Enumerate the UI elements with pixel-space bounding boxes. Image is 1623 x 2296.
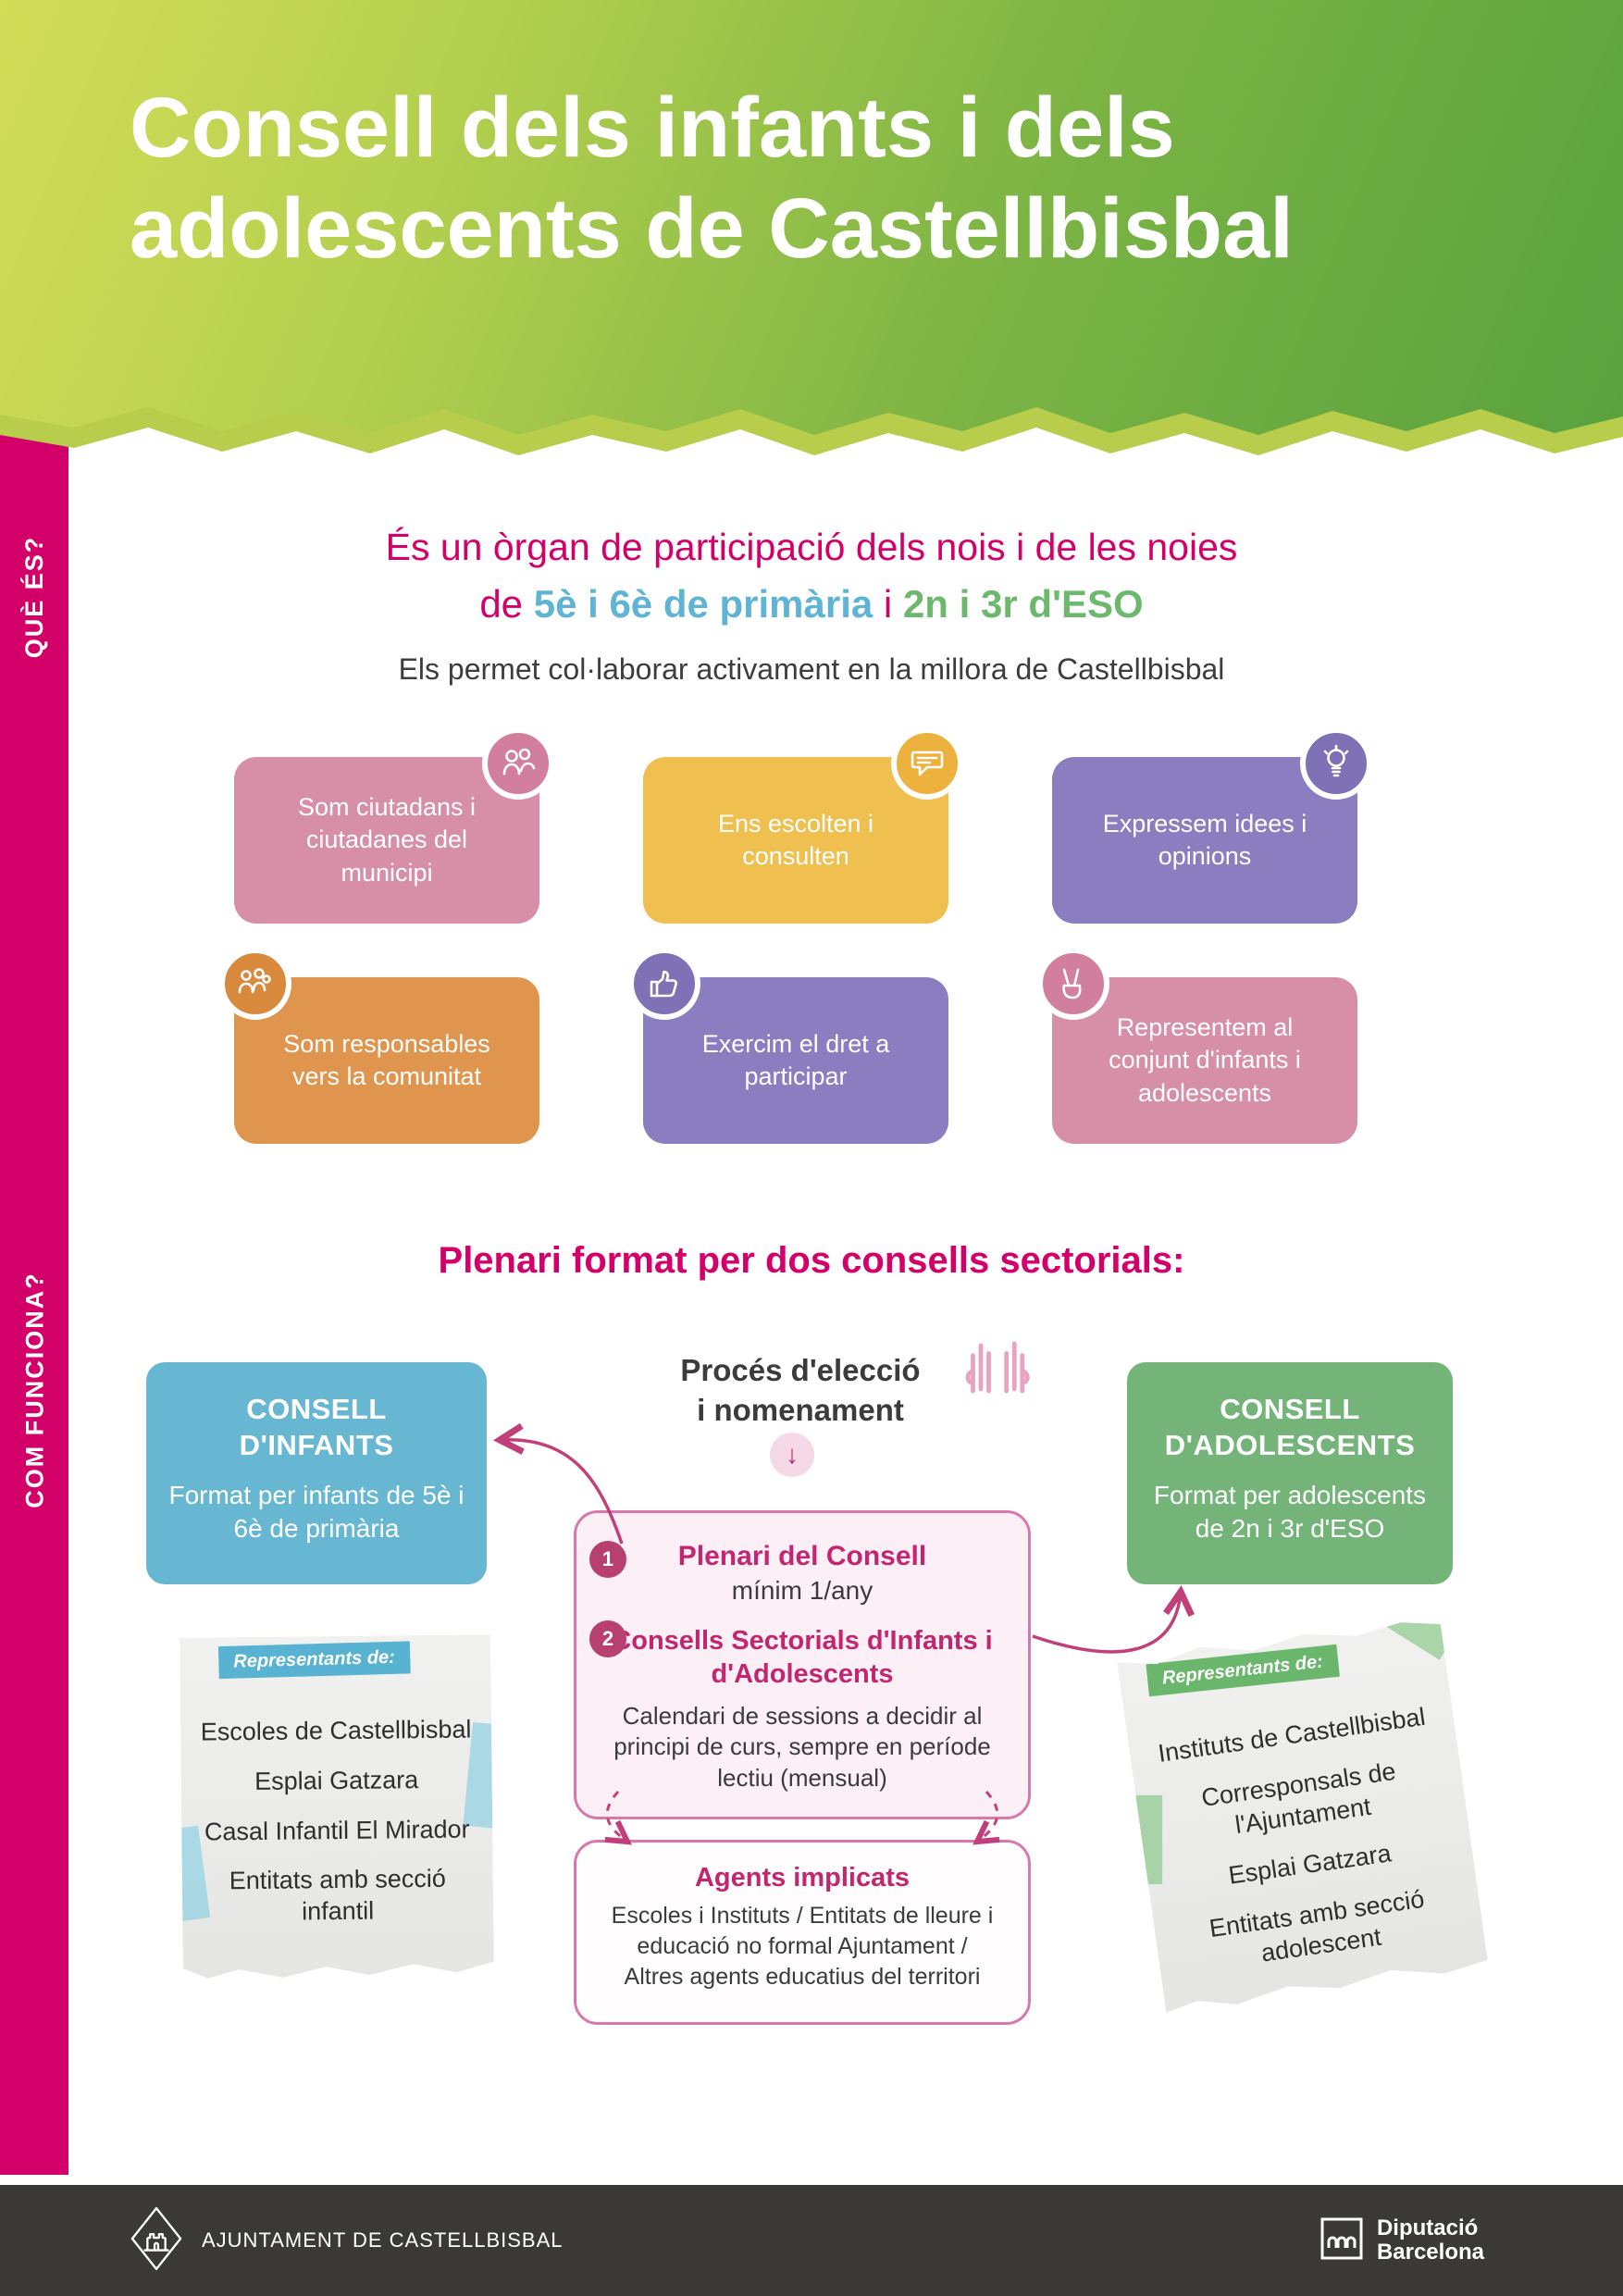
header-background: Consell dels infants i dels adolescents …	[0, 0, 1623, 435]
plenari-box: 1 2 Plenari del Consell mínim 1/any Cons…	[574, 1510, 1031, 1819]
page-title-line1: Consell dels infants i dels	[130, 81, 1175, 175]
note-items: Instituts de Castellbisbal Corresponsals…	[1141, 1699, 1474, 2000]
note-item: Casal Infantil El Mirador	[204, 1814, 470, 1845]
consell-infants-box: CONSELL D'INFANTS Format per infants de …	[146, 1362, 487, 1584]
step-2-badge: 2	[589, 1620, 626, 1657]
page-title-line2: adolescents de Castellbisbal	[130, 180, 1294, 276]
speech-bubble-icon	[891, 727, 963, 800]
plenari-item2-desc: Calendari de sessions a decidir al princ…	[613, 1701, 991, 1793]
card-label: Ens escolten i consulten	[717, 809, 874, 870]
consell-adolescents-title-line1: CONSELL	[1220, 1393, 1360, 1425]
note-item: Esplai Gatzara	[254, 1765, 419, 1795]
step-1-badge: 1	[589, 1541, 626, 1578]
page-title: Consell dels infants i dels adolescents …	[130, 78, 1294, 279]
victory-hand-icon	[1037, 948, 1109, 1020]
intro-heading2-primaria: 5è i 6è de primària	[533, 582, 873, 626]
card-label: Representem al conjunt d'infants i adole…	[1109, 1013, 1301, 1107]
card-expressem-idees: Expressem idees i opinions	[1052, 727, 1372, 924]
card-label: Som responsables vers la comunitat	[283, 1029, 490, 1090]
section-title-plenari: Plenari format per dos consells sectoria…	[438, 1240, 1185, 1281]
card-som-responsables: Som responsables vers la comunitat	[219, 948, 539, 1144]
agents-box: Agents implicats Escoles i Instituts / E…	[574, 1840, 1031, 2025]
representants-adolescents-note: Representants de: Instituts de Castellbi…	[1117, 1613, 1490, 2016]
card-ens-escolten: Ens escolten i consulten	[643, 727, 963, 924]
diputacio-logo: Diputació Barcelona	[1319, 2215, 1484, 2265]
tape	[1370, 1587, 1458, 1660]
intro-heading2-eso: 2n i 3r d'ESO	[902, 582, 1144, 626]
card-label: Exercim el dret a participar	[701, 1029, 890, 1090]
castle-crest-icon	[130, 2205, 183, 2277]
consell-infants-title: CONSELL D'INFANTS	[168, 1392, 465, 1464]
representants-infants-note: Representants de: Escoles de Castellbisb…	[180, 1634, 494, 1981]
sidebar-strip	[0, 421, 68, 2175]
diputacio-icon	[1319, 2216, 1364, 2265]
card-som-ciutadans: Som ciutadans i ciutadanes del municipi	[234, 727, 554, 924]
consell-adolescents-desc: Format per adolescents de 2n i 3r d'ESO	[1153, 1480, 1427, 1543]
card-label: Expressem idees i opinions	[1102, 809, 1307, 870]
citizens-icon	[482, 727, 554, 800]
note-items: Escoles de Castellbisbal Esplai Gatzara …	[193, 1714, 481, 1947]
arrow-to-consell-adolescents	[1032, 1584, 1195, 1654]
proces-line1: Procés d'elecció	[680, 1353, 921, 1387]
intro-heading2-pre: de	[479, 582, 534, 626]
down-arrow-icon: ↓	[770, 1433, 814, 1477]
consell-infants-title-line2: D'INFANTS	[239, 1428, 394, 1461]
proces-line2: i nomenament	[697, 1392, 904, 1427]
plenari-item1-title: Plenari del Consell	[677, 1541, 927, 1571]
card-representem: Representem al conjunt d'infants i adole…	[1037, 948, 1357, 1144]
consell-infants-desc: Format per infants de 5è i 6è de primàri…	[168, 1480, 465, 1543]
intro-heading-line1: És un òrgan de participació dels nois i …	[385, 526, 1238, 568]
ajuntament-logo: AJUNTAMENT DE CASTELLBISBAL	[130, 2205, 564, 2277]
benefit-cards: Som ciutadans i ciutadanes del municipi …	[219, 727, 1372, 1144]
card-label: Som ciutadans i ciutadanes del municipi	[297, 793, 477, 887]
representants-badge: Representants de:	[1146, 1644, 1339, 1696]
ideas-icon	[1300, 727, 1372, 800]
representants-badge: Representants de:	[218, 1641, 410, 1679]
intro-subtitle: Els permet col·laborar activament en la …	[398, 652, 1225, 686]
agents-title: Agents implicats	[694, 1863, 911, 1893]
plenari-item2-title: Consells Sectorials d'Infants i d'Adoles…	[612, 1626, 993, 1690]
note-item: Entitats amb secció infantil	[229, 1865, 447, 1926]
note-item: Escoles de Castellbisbal	[200, 1715, 472, 1746]
intro-heading-line2: de 5è i 6è de primària i 2n i 3r d'ESO	[0, 582, 1623, 627]
diputacio-line1: Diputació	[1376, 2215, 1479, 2240]
plenari-item1-sub: mínim 1/any	[731, 1576, 873, 1605]
diputacio-line2: Barcelona	[1376, 2240, 1484, 2265]
community-icon	[219, 948, 291, 1020]
consell-adolescents-title-line2: D'ADOLESCENTS	[1164, 1428, 1416, 1461]
thumbs-up-icon	[628, 948, 700, 1020]
consell-adolescents-title: CONSELL D'ADOLESCENTS	[1149, 1392, 1431, 1464]
ajuntament-label: AJUNTAMENT DE CASTELLBISBAL	[202, 2228, 564, 2252]
footer: AJUNTAMENT DE CASTELLBISBAL Diputació Ba…	[0, 2185, 1623, 2296]
agents-desc: Escoles i Instituts / Entitats de lleure…	[611, 1903, 994, 1990]
intro-section: És un òrgan de participació dels nois i …	[0, 526, 1623, 687]
card-exercim-dret: Exercim el dret a participar	[628, 948, 948, 1144]
consell-adolescents-box: CONSELL D'ADOLESCENTS Format per adolesc…	[1127, 1362, 1453, 1584]
proces-eleccio-title: Procés d'elecció i nomenament	[648, 1351, 953, 1431]
intro-heading2-mid: i	[873, 582, 903, 626]
consell-infants-title-line1: CONSELL	[246, 1393, 387, 1425]
diputacio-label: Diputació Barcelona	[1376, 2215, 1484, 2265]
raised-hands-icon	[951, 1316, 1040, 1396]
